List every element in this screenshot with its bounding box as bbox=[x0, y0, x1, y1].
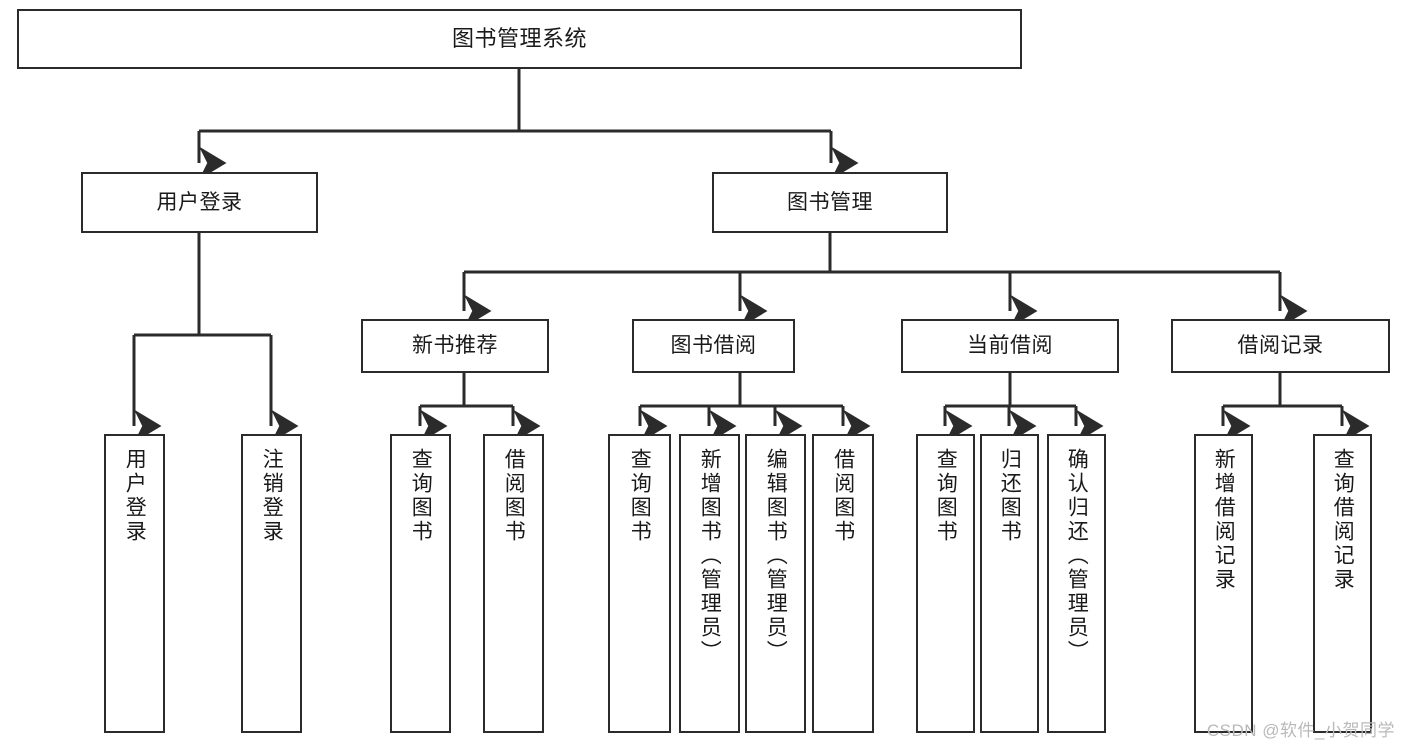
node-label: 归还图书 bbox=[998, 448, 1022, 544]
leaf-borrow-book[interactable]: 借阅图书 bbox=[812, 434, 874, 733]
leaf-add-borrow-record[interactable]: 新增借阅记录 bbox=[1194, 434, 1253, 733]
leaf-add-book[interactable]: 新增图书（管理员） bbox=[679, 434, 740, 733]
node-label: 图书管理 bbox=[787, 190, 873, 214]
node-borrow-record[interactable]: 借阅记录 bbox=[1171, 319, 1390, 373]
node-label: 查询图书 bbox=[409, 448, 433, 544]
node-label: 查询图书 bbox=[934, 448, 958, 544]
csdn-watermark: CSDN @软件_小贺同学 bbox=[1206, 721, 1395, 740]
node-label: 借阅图书 bbox=[502, 448, 526, 544]
leaf-user-login[interactable]: 用户登录 bbox=[104, 434, 165, 733]
node-label: 确认归还（管理员） bbox=[1065, 448, 1089, 664]
node-label: 图书管理系统 bbox=[451, 25, 587, 51]
node-label: 新增借阅记录 bbox=[1212, 448, 1236, 592]
node-book-borrow[interactable]: 图书借阅 bbox=[632, 319, 795, 373]
node-current-borrow[interactable]: 当前借阅 bbox=[901, 319, 1119, 373]
leaf-query-book-current[interactable]: 查询图书 bbox=[916, 434, 975, 733]
node-label: 编辑图书（管理员） bbox=[764, 448, 788, 664]
leaf-logout-login[interactable]: 注销登录 bbox=[241, 434, 302, 733]
node-label: 借阅记录 bbox=[1237, 334, 1324, 358]
leaf-confirm-return[interactable]: 确认归还（管理员） bbox=[1047, 434, 1106, 733]
leaf-query-borrow-record[interactable]: 查询借阅记录 bbox=[1313, 434, 1372, 733]
node-user-login[interactable]: 用户登录 bbox=[81, 172, 318, 233]
node-label: 新增图书（管理员） bbox=[698, 448, 722, 664]
node-label: 注销登录 bbox=[260, 448, 284, 544]
leaf-query-book-recommend[interactable]: 查询图书 bbox=[390, 434, 451, 733]
node-label: 用户登录 bbox=[156, 190, 243, 214]
node-label: 借阅图书 bbox=[831, 448, 855, 544]
leaf-borrow-book-recommend[interactable]: 借阅图书 bbox=[483, 434, 544, 733]
node-book-manage[interactable]: 图书管理 bbox=[712, 172, 948, 233]
node-label: 图书借阅 bbox=[670, 334, 757, 358]
node-label: 当前借阅 bbox=[967, 334, 1053, 358]
node-root-system[interactable]: 图书管理系统 bbox=[17, 9, 1022, 69]
node-new-book-recommend[interactable]: 新书推荐 bbox=[361, 319, 549, 373]
leaf-return-book[interactable]: 归还图书 bbox=[980, 434, 1039, 733]
node-label: 用户登录 bbox=[123, 448, 147, 544]
node-label: 查询图书 bbox=[628, 448, 652, 544]
leaf-query-book-borrow[interactable]: 查询图书 bbox=[608, 434, 671, 733]
node-label: 查询借阅记录 bbox=[1331, 448, 1355, 592]
node-label: 新书推荐 bbox=[412, 334, 498, 358]
leaf-edit-book[interactable]: 编辑图书（管理员） bbox=[745, 434, 806, 733]
